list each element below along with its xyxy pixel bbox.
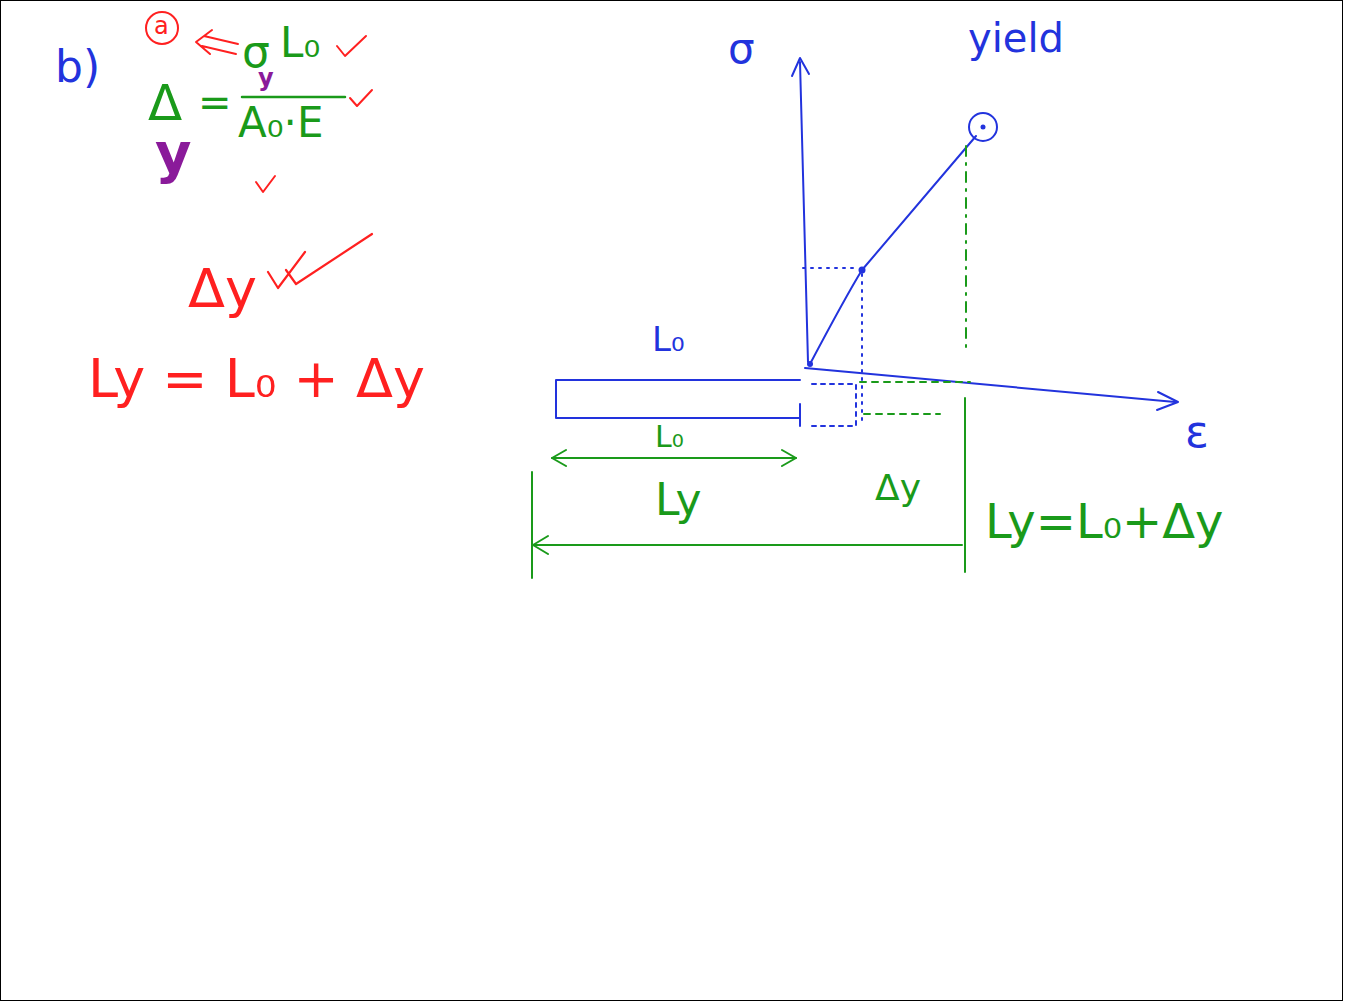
check-mark [256,176,275,192]
check-mark [350,90,372,106]
origin-dot [807,361,813,367]
dimension-tick [532,398,965,578]
point-dot [859,267,866,274]
dimension-line [532,544,962,546]
arrow-head [792,58,809,76]
dash-dot-guide [965,146,967,352]
circle-mark [146,12,178,44]
length-label: L₀ [652,322,685,356]
arrow-head [1157,392,1178,410]
dimension-label: L₀ [655,422,684,452]
bar-extension [812,384,856,426]
dimension-label: Ly [655,478,702,522]
yield-point [969,113,997,141]
formula-symbol: Δ [148,78,182,128]
dotted-guide [803,268,862,420]
bar [556,380,800,426]
arrow-head [533,536,548,554]
dimension-line [552,457,796,459]
stress-axis [800,62,808,362]
double-arrow [196,30,238,54]
formula-symbol: L₀ [280,22,320,64]
check-mark [337,36,366,56]
yield-dot [981,125,986,130]
fraction-bar [242,96,345,99]
bar-extension [860,382,970,414]
axis-label: ε [1185,410,1209,454]
callout-letter: a [154,14,169,38]
double-check [268,234,372,288]
subscript: y [155,125,192,181]
strain-axis [805,368,1175,402]
axis-label: σ [728,28,755,70]
formula-symbol: = [198,82,232,122]
formula-symbol: A₀·E [238,102,323,144]
arrow-head [552,450,796,466]
stress-strain-curve [810,136,976,364]
dimension-label: Δy [875,470,921,506]
formula-symbol: Δy [188,262,257,316]
subscript: y [258,66,274,90]
point-label: yield [968,18,1064,58]
equation: Ly = L₀ + Δy [88,352,425,406]
equation: Ly=L₀+Δy [985,497,1223,545]
part-label: b) [55,45,100,89]
